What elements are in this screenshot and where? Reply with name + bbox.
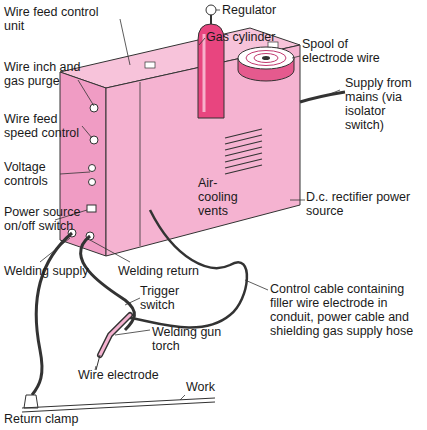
return-clamp bbox=[24, 395, 38, 408]
spool-wire bbox=[246, 51, 286, 66]
part-label: Wire inch and gas purge bbox=[4, 60, 94, 88]
air-vents bbox=[225, 129, 262, 174]
part-label: Regulator bbox=[222, 3, 302, 17]
handle bbox=[145, 62, 155, 68]
mains-cable bbox=[300, 92, 345, 102]
part-label: Supply from mains (via isolator switch) bbox=[345, 76, 425, 132]
part-label: Welding return bbox=[118, 264, 228, 278]
return-cable bbox=[32, 233, 72, 395]
part-label: Control cable containing filler wire ele… bbox=[270, 282, 420, 338]
part-label: Power source on/off switch bbox=[4, 205, 89, 233]
part-label: Spool of electrode wire bbox=[302, 37, 397, 65]
work-piece bbox=[22, 402, 215, 412]
leader-lines bbox=[40, 10, 340, 400]
part-label: Voltage controls bbox=[4, 160, 64, 188]
panel-seam bbox=[140, 82, 141, 246]
regulator-gauge bbox=[206, 5, 216, 15]
part-label: Wire feed control unit bbox=[4, 5, 116, 33]
cylinder-highlight bbox=[203, 34, 206, 112]
part-label: Return clamp bbox=[4, 412, 114, 426]
spool-top bbox=[238, 47, 294, 69]
part-label: Work bbox=[186, 380, 246, 394]
wire-tip bbox=[96, 355, 100, 370]
part-label: Trigger switch bbox=[140, 284, 200, 312]
part-label: Welding gun torch bbox=[152, 325, 232, 353]
part-label: Wire electrode bbox=[78, 368, 188, 382]
spool-hub bbox=[262, 56, 270, 60]
part-label: Gas cylinder bbox=[206, 30, 286, 44]
part-label: D.c. rectifier power source bbox=[306, 190, 426, 218]
part-label: Welding supply bbox=[4, 264, 114, 278]
spool-wire bbox=[254, 54, 278, 63]
part-label: Air-cooling vents bbox=[198, 176, 253, 218]
part-label: Wire feed speed control bbox=[4, 112, 92, 140]
